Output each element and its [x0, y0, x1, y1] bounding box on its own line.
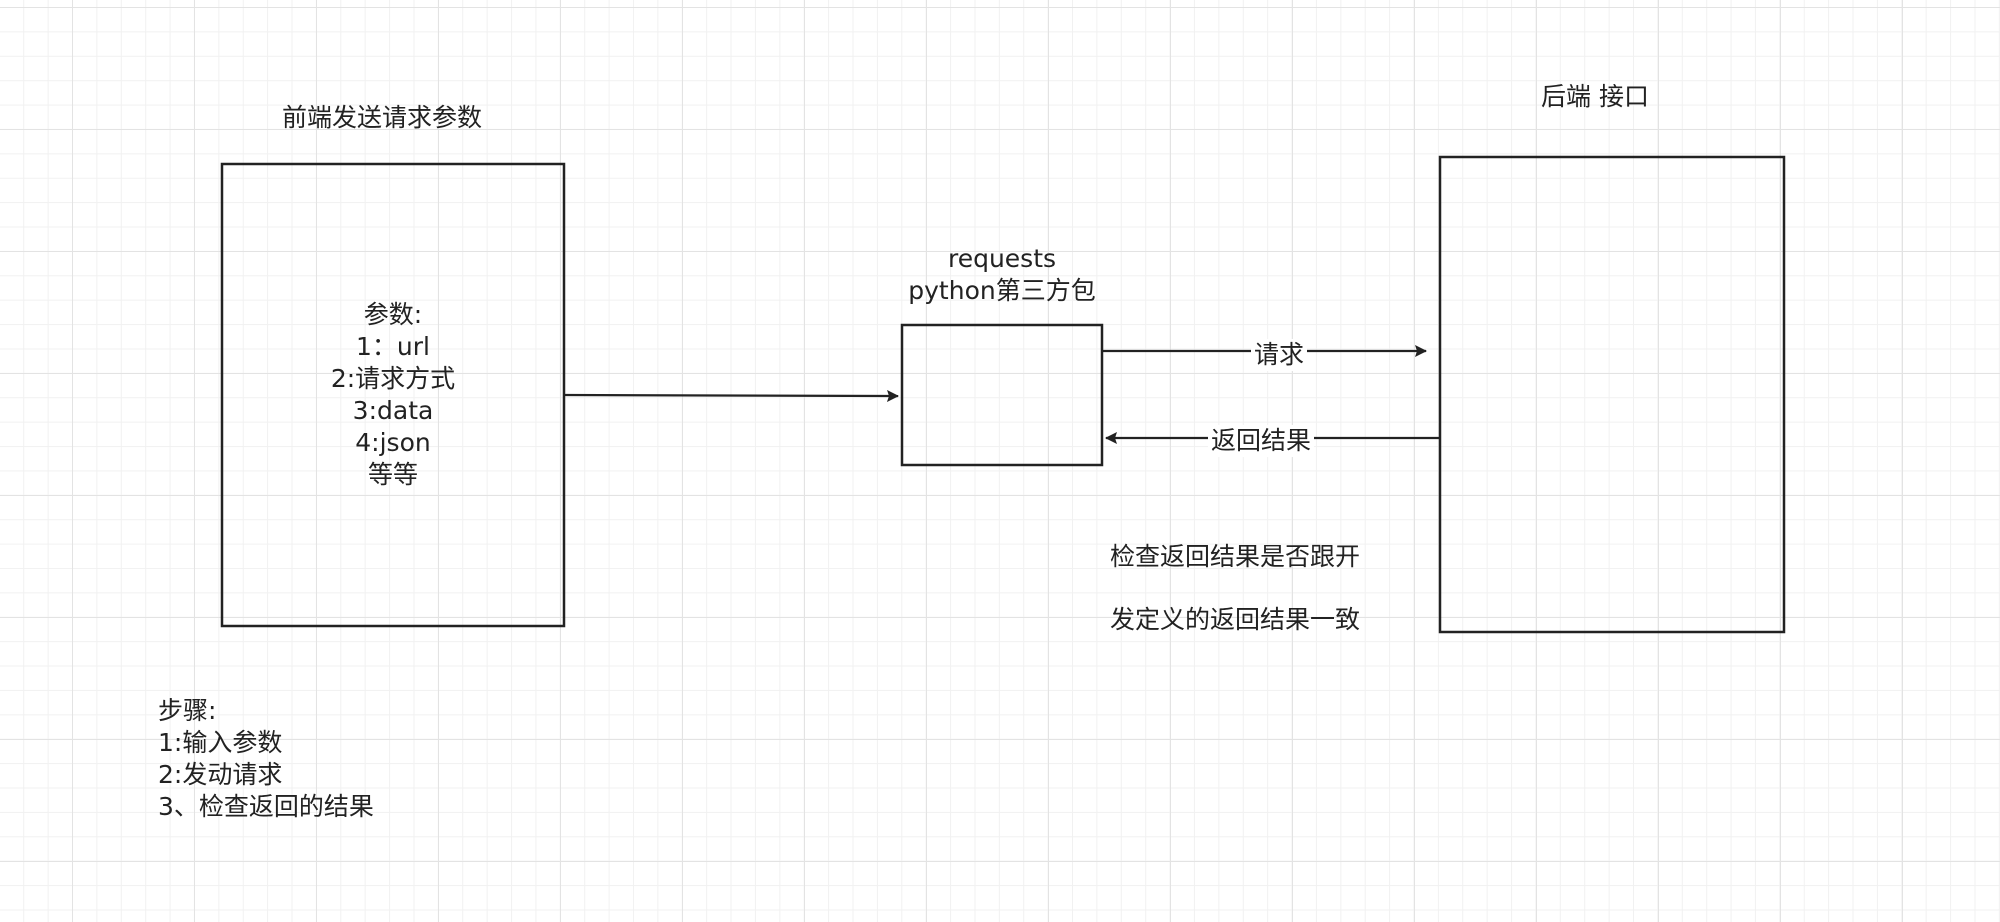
note-line-2: 发定义的返回结果一致 [1110, 605, 1361, 634]
steps-list: 步骤: 1:输入参数 2:发动请求 3、检查返回的结果 [158, 695, 374, 823]
param-line: 2:请求方式 [330, 364, 456, 393]
requests-title: requests python第三方包 [862, 243, 1142, 307]
steps-line: 1:输入参数 [158, 728, 283, 757]
param-line: 3:data [352, 396, 434, 425]
backend-interface-box[interactable] [1438, 155, 1786, 634]
param-line: 参数: [363, 300, 423, 329]
param-line: 等等 [367, 460, 418, 489]
frontend-params-list: 参数: 1：url 2:请求方式 3:data 4:json 等等 [222, 299, 564, 491]
steps-line: 3、检查返回的结果 [158, 792, 374, 821]
note-line-1: 检查返回结果是否跟开 [1110, 542, 1361, 571]
steps-line: 2:发动请求 [158, 760, 283, 789]
steps-line: 步骤: [158, 696, 217, 725]
request-arrow-label: 请求 [1251, 339, 1308, 371]
param-line: 1：url [356, 332, 430, 361]
frontend-to-requests-arrow[interactable] [563, 389, 899, 402]
requests-title-line: requests [947, 244, 1057, 273]
response-arrow-label: 返回结果 [1208, 425, 1315, 457]
requests-title-line: python第三方包 [908, 276, 1096, 305]
requests-box[interactable] [900, 323, 1104, 467]
param-line: 4:json [355, 428, 431, 457]
backend-title: 后端 接口 [1541, 82, 1649, 111]
frontend-title: 前端发送请求参数 [282, 103, 483, 132]
